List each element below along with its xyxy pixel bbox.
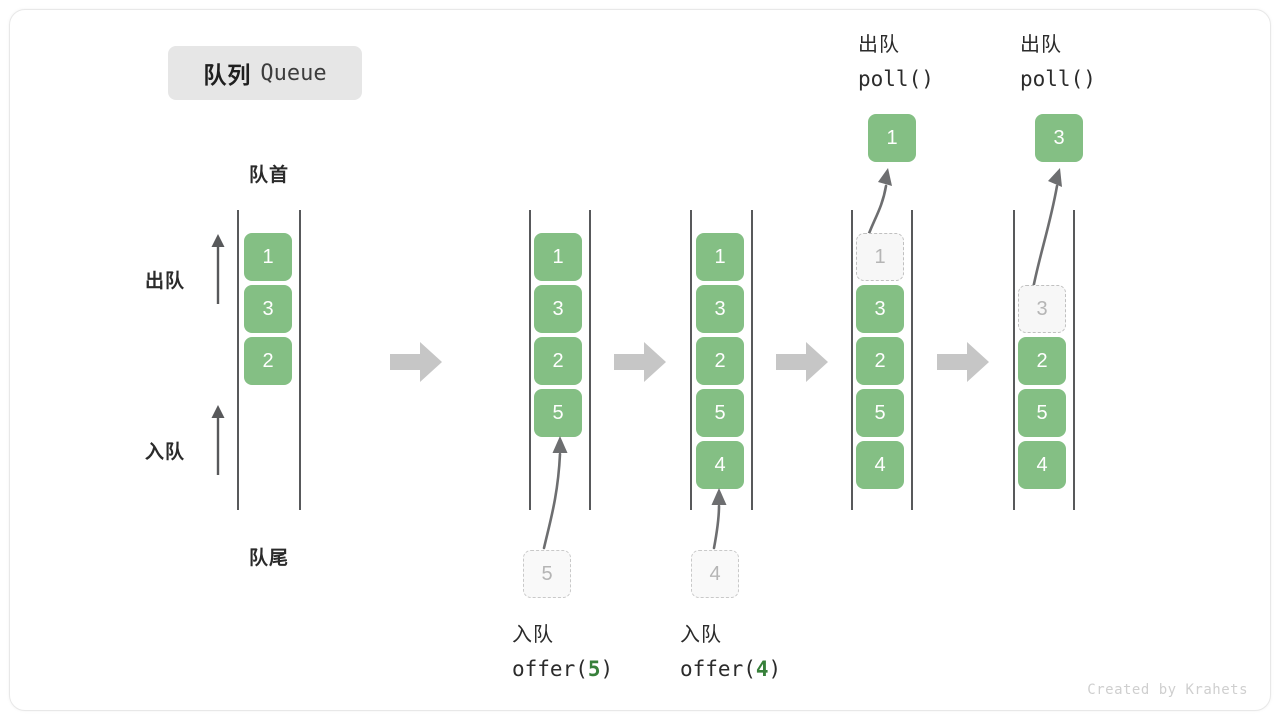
queue-cell: 1 bbox=[534, 233, 582, 281]
queue-cell: 2 bbox=[1018, 337, 1066, 385]
operation-caption-code: offer(5) bbox=[512, 657, 614, 681]
queue-cell: 3 bbox=[534, 285, 582, 333]
queue-rail-left-2 bbox=[529, 210, 531, 510]
queue-cell: 4 bbox=[1018, 441, 1066, 489]
queue-cell: 2 bbox=[534, 337, 582, 385]
operation-caption: 入队 offer(5) bbox=[512, 618, 613, 686]
polled-element: 1 bbox=[868, 114, 916, 162]
queue-cell-removed: 3 bbox=[1018, 285, 1066, 333]
queue-rail-left-4 bbox=[851, 210, 853, 510]
queue-rail-left-1 bbox=[237, 210, 239, 510]
operation-caption-cn: 入队 bbox=[680, 624, 722, 646]
transition-arrow-icon bbox=[390, 342, 442, 382]
queue-rail-right-4 bbox=[911, 210, 913, 510]
queue-cell: 5 bbox=[1018, 389, 1066, 437]
enqueue-insert-arrow-icon bbox=[542, 436, 568, 550]
queue-cell: 2 bbox=[244, 337, 292, 385]
queue-cell: 5 bbox=[856, 389, 904, 437]
queue-cell: 1 bbox=[244, 233, 292, 281]
operation-caption-cn: 入队 bbox=[512, 624, 554, 646]
queue-rail-right-2 bbox=[589, 210, 591, 510]
queue-cell-removed: 1 bbox=[856, 233, 904, 281]
title-english: Queue bbox=[260, 60, 327, 86]
queue-cell: 4 bbox=[696, 441, 744, 489]
operation-caption-cn: 出队 bbox=[1020, 34, 1062, 56]
enqueue-direction-label: 入队 bbox=[145, 442, 186, 463]
enqueue-insert-arrow-icon bbox=[711, 488, 727, 550]
dequeue-extract-arrow-icon bbox=[1030, 168, 1062, 296]
title-chinese: 队列 bbox=[203, 62, 252, 88]
credit-text: Created by Krahets bbox=[1087, 682, 1248, 698]
pending-element: 5 bbox=[523, 550, 571, 598]
queue-cell: 5 bbox=[534, 389, 582, 437]
transition-arrow-icon bbox=[776, 342, 828, 382]
queue-cell: 3 bbox=[856, 285, 904, 333]
operation-caption: 入队 offer(4) bbox=[680, 618, 781, 686]
queue-cell: 2 bbox=[696, 337, 744, 385]
queue-rail-right-3 bbox=[751, 210, 753, 510]
operation-caption-cn: 出队 bbox=[858, 34, 900, 56]
queue-rail-right-5 bbox=[1073, 210, 1075, 510]
operation-caption-code: poll() bbox=[858, 67, 934, 91]
queue-head-label: 队首 bbox=[248, 165, 289, 186]
queue-cell: 2 bbox=[856, 337, 904, 385]
dequeue-extract-arrow-icon bbox=[864, 168, 892, 244]
operation-caption-top: 出队 poll() bbox=[1020, 28, 1096, 96]
queue-cell: 3 bbox=[244, 285, 292, 333]
operation-caption-code: poll() bbox=[1020, 67, 1096, 91]
queue-rail-left-3 bbox=[690, 210, 692, 510]
queue-rail-right-1 bbox=[299, 210, 301, 510]
transition-arrow-icon bbox=[937, 342, 989, 382]
operation-caption-code: offer(4) bbox=[680, 657, 782, 681]
dequeue-direction-label: 出队 bbox=[145, 271, 186, 292]
queue-cell: 4 bbox=[856, 441, 904, 489]
operation-caption-top: 出队 poll() bbox=[858, 28, 934, 96]
queue-cell: 5 bbox=[696, 389, 744, 437]
polled-element: 3 bbox=[1035, 114, 1083, 162]
diagram-title-chip: 队列 Queue bbox=[168, 46, 362, 100]
enqueue-direction-arrow-icon bbox=[211, 405, 225, 475]
queue-rail-left-5 bbox=[1013, 210, 1015, 510]
transition-arrow-icon bbox=[614, 342, 666, 382]
queue-tail-label: 队尾 bbox=[248, 548, 289, 569]
queue-cell: 3 bbox=[696, 285, 744, 333]
queue-cell: 1 bbox=[696, 233, 744, 281]
dequeue-direction-arrow-icon bbox=[211, 234, 225, 304]
pending-element: 4 bbox=[691, 550, 739, 598]
